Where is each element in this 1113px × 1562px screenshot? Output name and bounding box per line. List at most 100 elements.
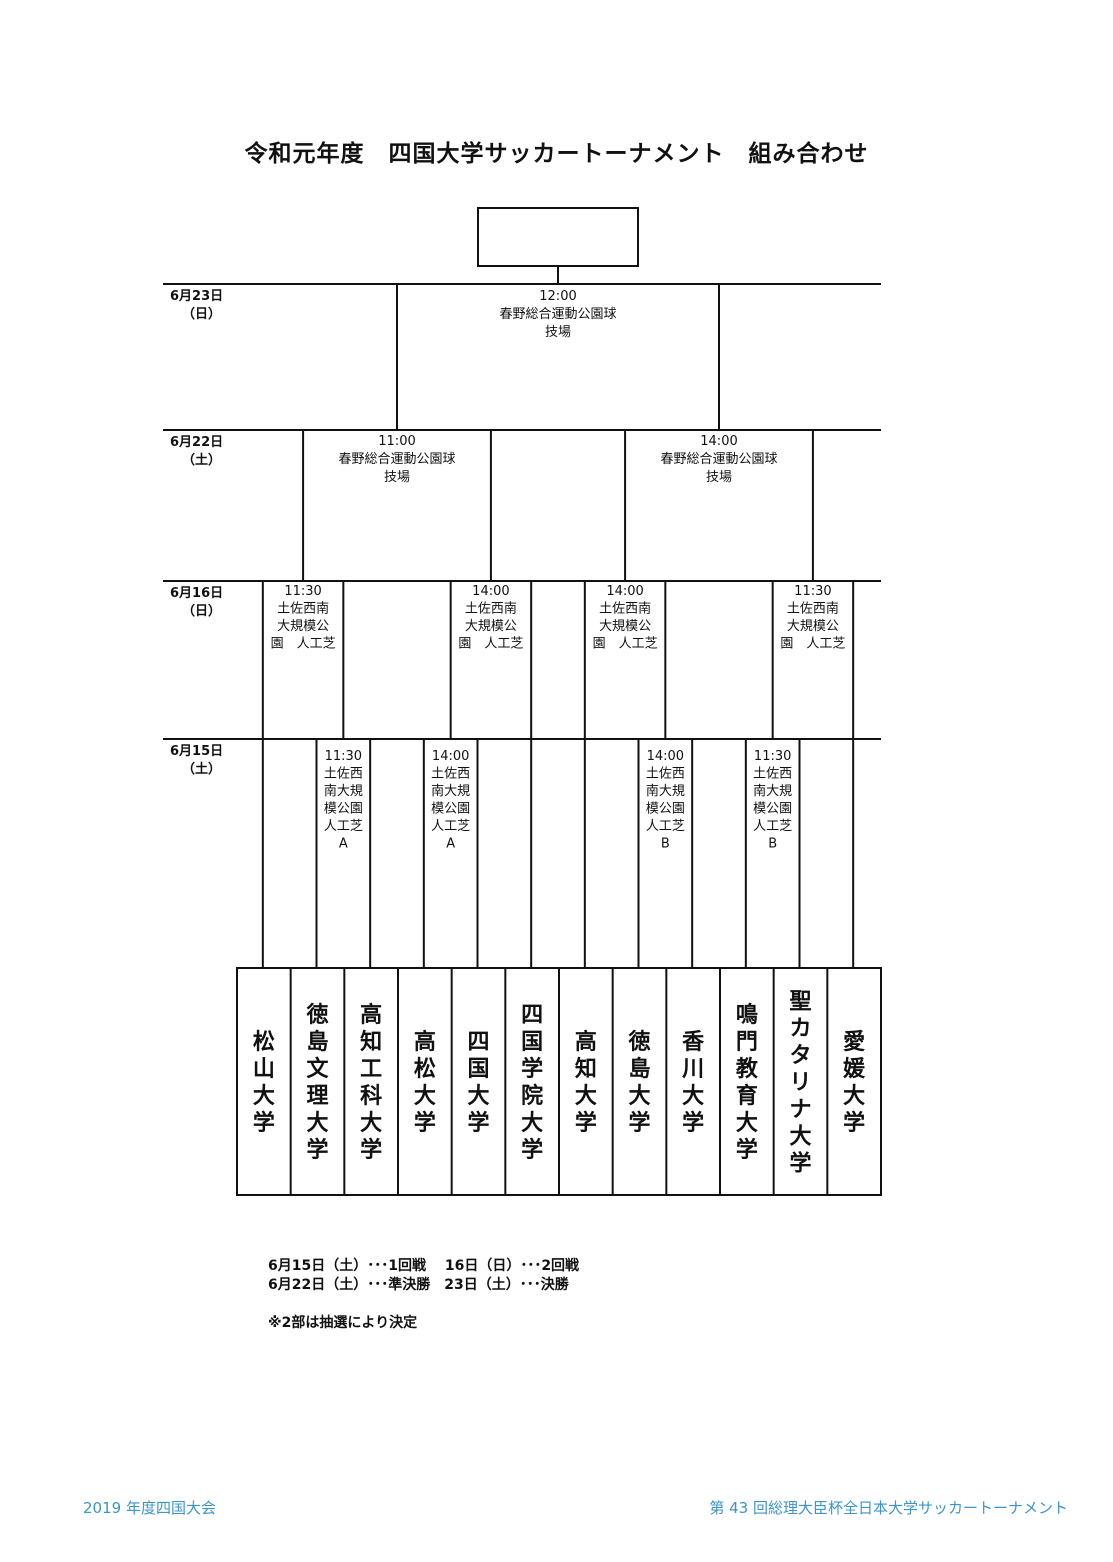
round-weekday-label: （日） <box>182 603 221 619</box>
second-round-info: 11:30 <box>284 584 321 599</box>
first-round-info: 模公園 <box>431 802 470 817</box>
team-name-char: 学 <box>575 1110 597 1136</box>
first-round-info: 人工芝 <box>431 818 470 834</box>
first-round-info: 南大規 <box>431 783 470 799</box>
team-name-char: 松 <box>414 1057 436 1082</box>
team-name-char: 徳 <box>305 1002 328 1028</box>
team-name-char: 文 <box>306 1056 329 1082</box>
team-name-char: 国 <box>467 1057 489 1082</box>
round-date-label: 6月23日 <box>170 289 223 304</box>
first-round-info: 南大規 <box>646 783 685 799</box>
team-name-char: タ <box>789 1044 811 1069</box>
team-name-char: 大 <box>521 1111 543 1136</box>
second-round-info: 大規模公 <box>787 619 839 634</box>
team-name-char: 大 <box>575 1084 597 1109</box>
page-title: 令和元年度 四国大学サッカートーナメント 組み合わせ <box>244 141 869 167</box>
team-name-char: 大 <box>736 1111 758 1136</box>
first-round-info: 土佐西 <box>753 767 792 782</box>
final-info: 12:00 <box>539 289 576 304</box>
team-name-char: 学 <box>789 1151 811 1177</box>
team-name-char: 学 <box>467 1110 489 1136</box>
team-name-char: 知 <box>575 1056 597 1082</box>
team-name-char: 学 <box>521 1056 543 1082</box>
team-name-char: 学 <box>414 1110 436 1136</box>
round-weekday-label: （日） <box>182 306 221 322</box>
team-name-char: 大 <box>628 1084 650 1109</box>
semifinal-info: 春野総合運動公園球 <box>338 452 455 467</box>
semifinal-info: 技場 <box>384 470 410 485</box>
second-round-info: 大規模公 <box>277 619 329 634</box>
team-name-char: 高 <box>575 1029 597 1055</box>
team-name-char: 学 <box>682 1110 704 1136</box>
first-round-info: 人工芝 <box>753 818 792 834</box>
team-name-char: 島 <box>306 1029 328 1055</box>
first-round-info: 14:00 <box>647 749 684 764</box>
team-name-char: 山 <box>253 1057 275 1082</box>
team-name-char: 科 <box>360 1084 382 1109</box>
final-info: 技場 <box>545 325 571 340</box>
team-name-char: 大 <box>253 1084 275 1109</box>
team-name-char: 知 <box>360 1029 382 1055</box>
team-name-char: 鳴 <box>736 1003 758 1028</box>
semifinal-info: 春野総合運動公園球 <box>660 452 777 467</box>
second-round-info: 大規模公 <box>465 619 517 634</box>
team-name-char: 工 <box>360 1057 382 1082</box>
first-round-info: A <box>339 837 348 852</box>
semifinal-info: 11:00 <box>378 434 415 449</box>
team-name-char: 学 <box>843 1110 865 1136</box>
semifinal-info: 14:00 <box>700 434 737 449</box>
team-name-char: 高 <box>360 1002 382 1028</box>
team-name-char: 聖 <box>789 990 811 1015</box>
first-round-info: 土佐西 <box>646 767 685 782</box>
first-round-info: 人工芝 <box>646 818 685 834</box>
second-round-info: 土佐西南 <box>277 601 329 617</box>
second-round-info: 園 人工芝 <box>458 636 523 652</box>
first-round-info: 11:30 <box>754 749 791 764</box>
team-name-char: 大 <box>682 1084 704 1109</box>
second-round-info: 土佐西南 <box>465 601 517 617</box>
team-name-char: 川 <box>681 1057 704 1082</box>
second-round-info: 園 人工芝 <box>780 636 845 652</box>
team-name-char: 愛 <box>843 1029 865 1055</box>
second-round-info: 土佐西南 <box>787 601 839 617</box>
legend-line-2: 6月22日（土）･･･準決勝 23日（土）･･･決勝 <box>268 1277 569 1293</box>
second-round-info: 11:30 <box>794 584 831 599</box>
team-name-char: 学 <box>736 1137 758 1163</box>
second-round-info: 園 人工芝 <box>271 636 336 652</box>
team-name-char: 学 <box>521 1137 543 1163</box>
team-name-char: 育 <box>736 1083 758 1109</box>
first-round-info: 土佐西 <box>324 767 363 782</box>
team-name-char: カ <box>789 1017 811 1042</box>
footer-right: 第 43 回総理大臣杯全日本大学サッカートーナメント <box>709 1499 1068 1517</box>
first-round-info: 模公園 <box>324 802 363 817</box>
footer-left: 2019 年度四国大会 <box>83 1499 216 1517</box>
first-round-info: 人工芝 <box>324 818 363 834</box>
round-weekday-label: （土） <box>182 452 221 468</box>
round-date-label: 6月22日 <box>170 435 223 450</box>
first-round-info: 南大規 <box>324 783 363 799</box>
second-round-info: 14:00 <box>606 584 643 599</box>
second-round-info: 14:00 <box>472 584 509 599</box>
first-round-info: B <box>661 837 670 852</box>
team-name-char: ナ <box>789 1098 811 1123</box>
legend-note: ※2部は抽選により決定 <box>268 1315 418 1331</box>
team-name-char: 教 <box>736 1056 759 1082</box>
team-name-char: 松 <box>253 1030 275 1055</box>
final-info: 春野総合運動公園球 <box>499 307 616 322</box>
first-round-info: 南大規 <box>753 783 792 799</box>
first-round-info: B <box>768 837 777 852</box>
team-name-char: 大 <box>467 1084 489 1109</box>
semifinal-info: 技場 <box>706 470 732 485</box>
team-name-char: 門 <box>736 1030 758 1055</box>
legend-line-1: 6月15日（土）･･･1回戦 16日（日）･･･2回戦 <box>268 1258 580 1274</box>
team-name-char: 大 <box>306 1111 328 1136</box>
first-round-info: 土佐西 <box>431 767 470 782</box>
team-name-char: 国 <box>521 1030 543 1055</box>
first-round-info: 模公園 <box>753 802 792 817</box>
first-round-info: 11:30 <box>325 749 362 764</box>
team-name-char: 香 <box>682 1030 704 1055</box>
team-name-char: 高 <box>414 1029 436 1055</box>
first-round-info: 14:00 <box>432 749 469 764</box>
team-name-char: リ <box>789 1071 811 1096</box>
